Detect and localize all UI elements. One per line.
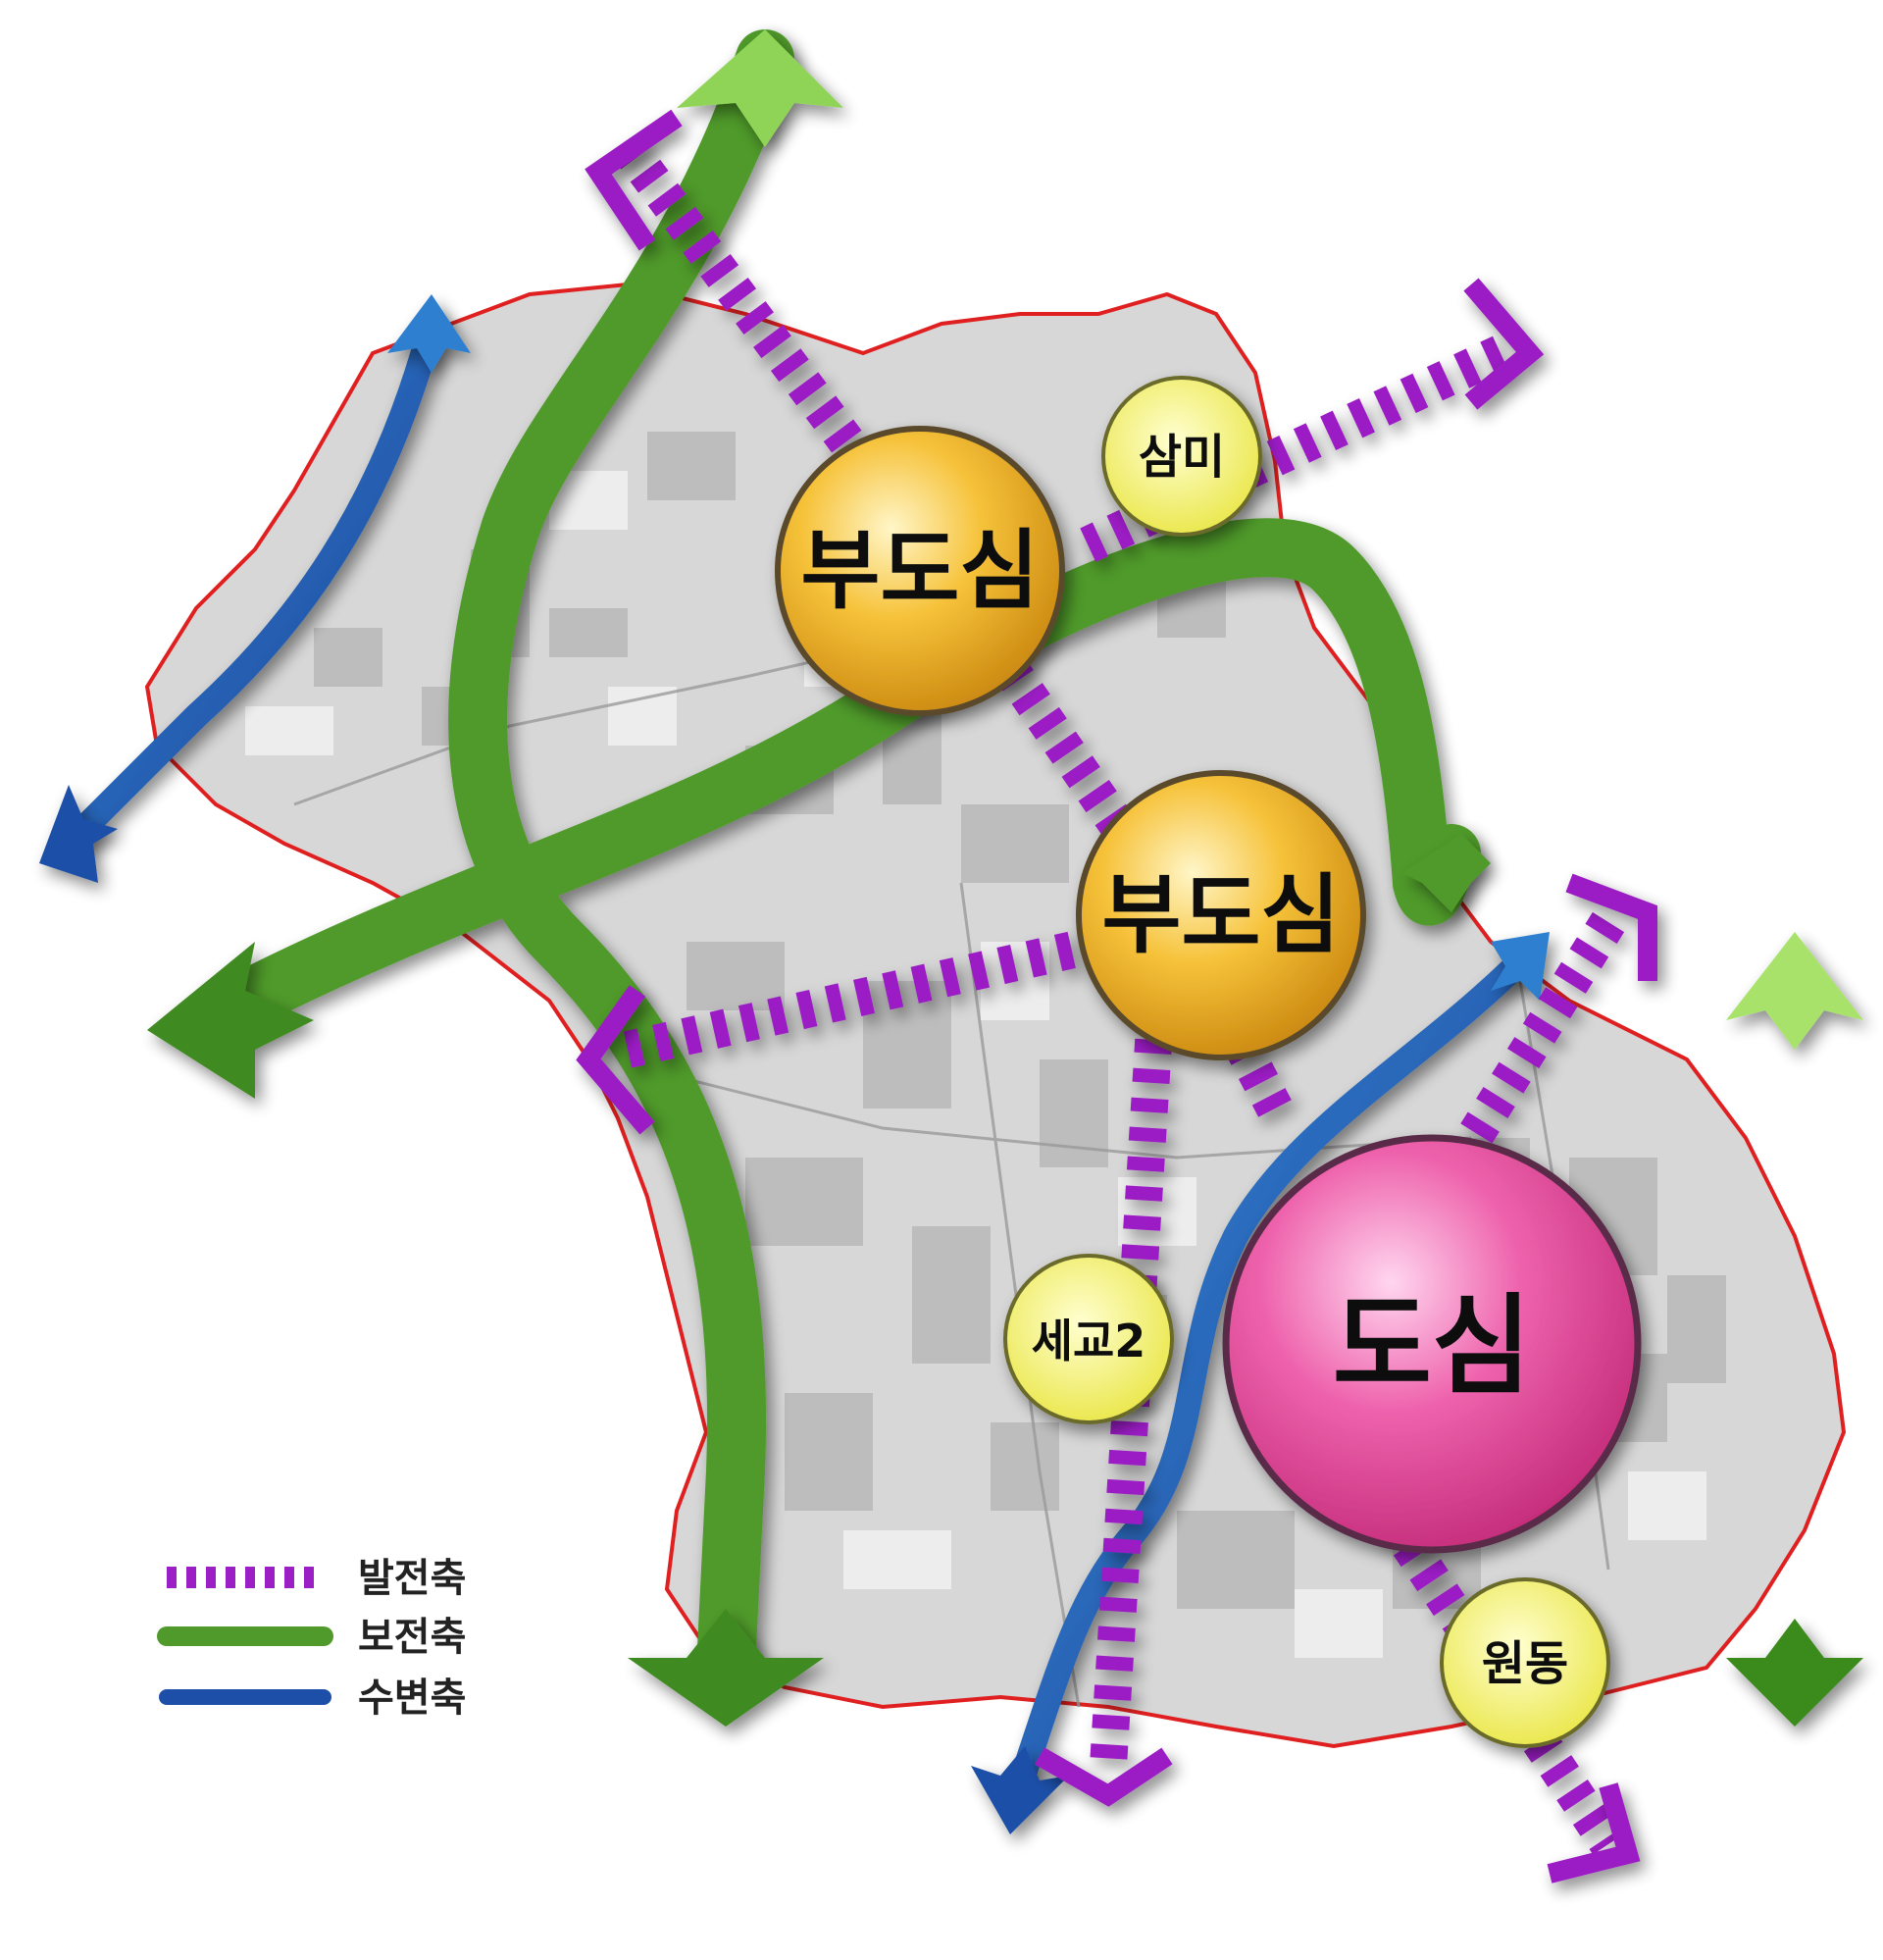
legend-label-development: 발전축 [358, 1556, 466, 1601]
legend-item-waterfront: 수변축 [159, 1676, 466, 1721]
local-center-wondong-label: 원동 [1482, 1636, 1568, 1691]
development-axis-se [1396, 911, 1625, 1247]
sub-center-2-label: 부도심 [1102, 864, 1341, 965]
legend-item-development: 발전축 [167, 1556, 466, 1601]
main-center-label: 도심 [1333, 1283, 1531, 1409]
local-center-segyo2: 세교2 [1003, 1254, 1174, 1424]
local-center-sammi-label: 삼미 [1139, 430, 1225, 485]
local-center-sammi: 삼미 [1101, 376, 1262, 537]
conservation-axis-west [448, 29, 794, 1697]
local-center-segyo2-label: 세교2 [1032, 1315, 1146, 1367]
legend-label-waterfront: 수변축 [358, 1676, 466, 1721]
development-axis-e [1377, 1510, 1624, 1855]
conservation-axis-arrow [147, 29, 1863, 1727]
legend-item-conservation: 보전축 [157, 1615, 466, 1660]
sub-center-1-label: 부도심 [801, 520, 1040, 621]
local-center-wondong: 원동 [1440, 1577, 1610, 1748]
legend: 발전축 보전축 수변축 [157, 1556, 466, 1721]
development-axis-arrow [576, 109, 1657, 1883]
waterfront-axis-west [56, 311, 444, 856]
development-axis-w [623, 923, 1113, 1068]
legend-label-conservation: 보전축 [358, 1615, 466, 1660]
sub-center-2: 부도심 [1076, 770, 1366, 1060]
main-center: 도심 [1222, 1134, 1642, 1554]
waterfront-axis-arrow [39, 294, 1550, 1834]
sub-center-1: 부도심 [775, 426, 1065, 716]
waterfront-axes [56, 311, 1533, 1798]
waterfront-axis-south [1007, 949, 1533, 1798]
